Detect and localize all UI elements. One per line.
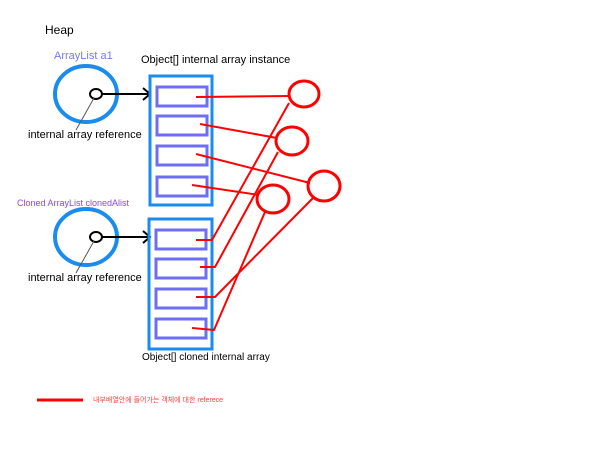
reference-line-5 — [196, 102, 290, 241]
arraylist-a1-label: ArrayList a1 — [54, 50, 113, 62]
element-object-3 — [306, 169, 342, 203]
reference-line-6 — [200, 151, 279, 268]
reference-line-2 — [199, 123, 278, 139]
cloned-internal-array-reference-label: internal array reference — [28, 272, 142, 284]
reference-field-icon — [89, 88, 103, 100]
internal-array-slot-2 — [155, 114, 209, 137]
internal-array-slot-3 — [155, 144, 209, 167]
cloned-array-container — [147, 217, 214, 351]
element-object-4 — [255, 183, 291, 215]
cloned-arraylist-label: Cloned ArrayList clonedAlist — [17, 198, 130, 208]
reference-field-icon — [89, 231, 103, 243]
cloned-array-label: Object[] cloned internal array — [142, 352, 270, 363]
reference-line-7 — [196, 197, 314, 298]
internal-array-container — [148, 74, 214, 207]
reference-callout-line — [75, 240, 95, 274]
element-object-1 — [287, 79, 321, 109]
reference-line-1 — [195, 95, 291, 98]
internal-array-label: Object[] internal array instance — [141, 54, 291, 66]
heap-title: Heap — [45, 23, 74, 37]
reference-callout-line — [75, 97, 95, 131]
cloned-array-slot-2 — [154, 257, 208, 280]
cloned-array-slot-3 — [154, 287, 208, 310]
legend-text: 내부배열안에 들어가는 객체에 대한 referece — [93, 397, 224, 404]
internal-array-reference-label: internal array reference — [28, 129, 142, 141]
reference-line-4 — [191, 184, 260, 196]
reference-line-8 — [191, 211, 266, 332]
element-object-2 — [274, 125, 310, 157]
